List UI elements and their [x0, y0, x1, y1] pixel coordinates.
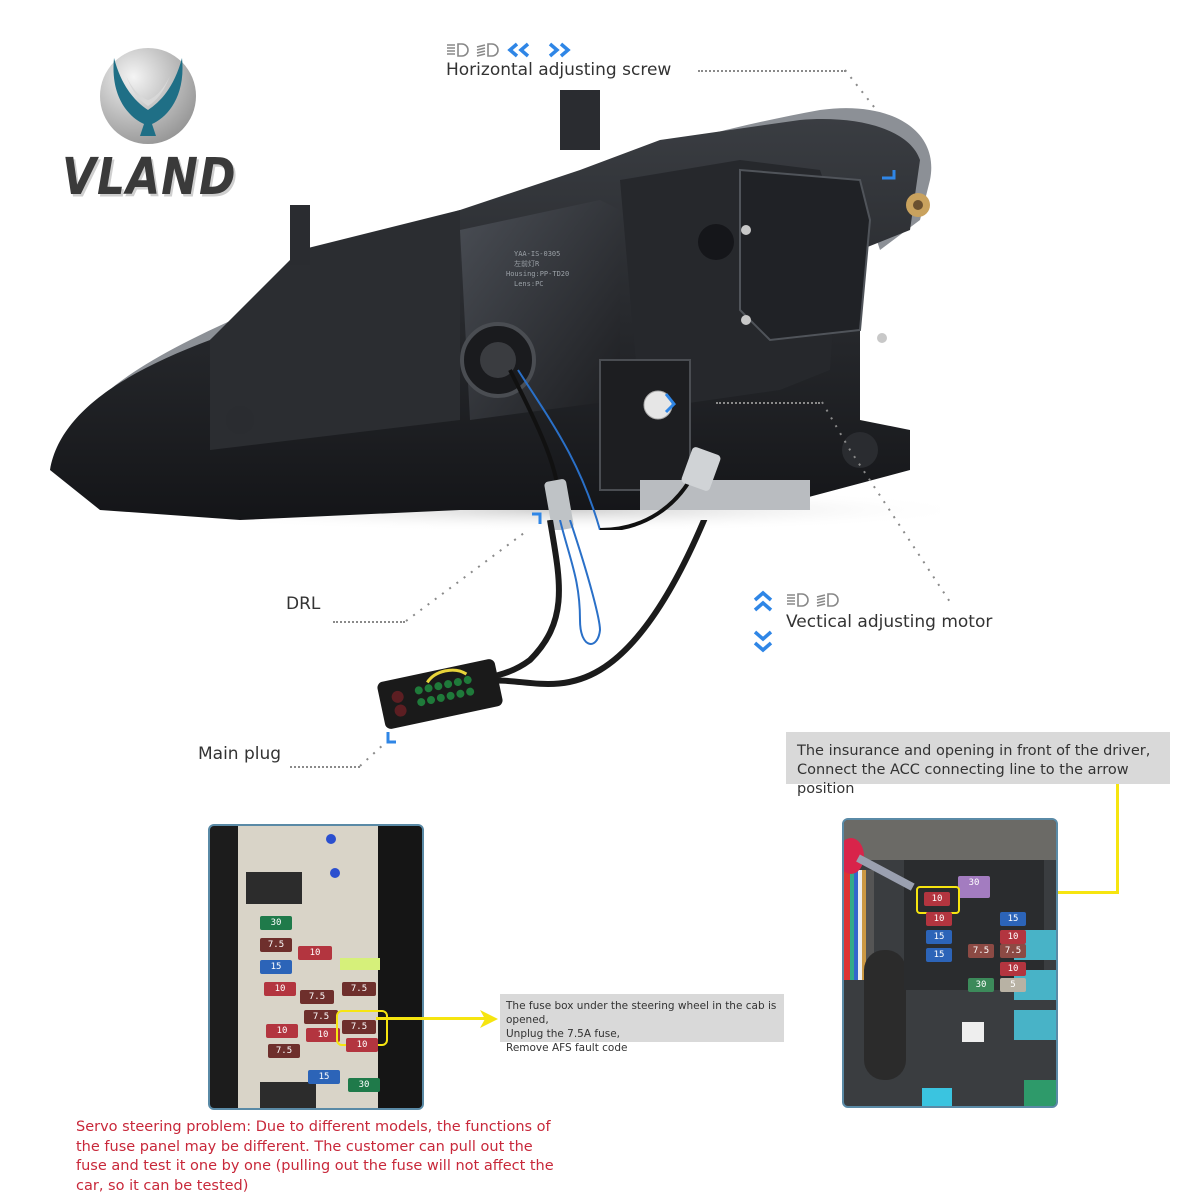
fuse: 15 [926, 930, 952, 944]
headlight-rear-view: YAA-IS-0305 左前灯R Housing:PP-TD20 Lens:PC [50, 90, 940, 530]
fuse: 15 [260, 960, 292, 974]
yellow-connector [376, 1017, 488, 1020]
svg-text:Housing:PP-TD20: Housing:PP-TD20 [506, 270, 569, 278]
cabin-fuse-box-photo: 30 7.5 15 10 10 7.5 10 7.5 7.5 10 15 7.5… [208, 824, 424, 1110]
fuse: 10 [1000, 930, 1026, 944]
fuse: 15 [1000, 912, 1026, 926]
fuse: 7.5 [1000, 944, 1026, 958]
fuse: 10 [346, 1038, 378, 1052]
acc-instruction-box: The insurance and opening in front of th… [786, 732, 1170, 797]
fuse: 7.5 [342, 982, 376, 996]
main-plug [377, 659, 503, 729]
chevrons-right-icon [548, 42, 571, 58]
vertical-icons [786, 592, 840, 608]
high-beam-icon [816, 593, 839, 607]
wiring-harness [377, 520, 708, 744]
drl-label: DRL [286, 594, 321, 614]
fuse-line-3: Remove AFS fault code [506, 1042, 628, 1054]
servo-steering-note: Servo steering problem: Due to different… [76, 1119, 554, 1194]
low-beam-icon [787, 593, 809, 607]
main-plug-label: Main plug [198, 744, 282, 764]
yellow-arrow-icon [480, 1010, 498, 1028]
fuse: 30 [348, 1078, 380, 1092]
chevrons-left-icon [507, 42, 530, 58]
low-beam-icon [447, 43, 469, 57]
fuse: 10 [1000, 962, 1026, 976]
horizontal-callout: Horizontal adjusting screw [446, 42, 671, 80]
vertical-label: Vectical adjusting motor [786, 612, 993, 632]
fuse-highlighted: 7.5 [342, 1020, 376, 1034]
fuse: 10 [298, 946, 332, 960]
vertical-callout: Vectical adjusting motor [752, 590, 1012, 660]
leader-line [359, 743, 385, 767]
fuse-instruction-box: The fuse box under the steering wheel in… [500, 994, 784, 1054]
fuse: 7.5 [300, 990, 334, 1004]
fuse: 10 [306, 1028, 340, 1042]
svg-text:左前灯R: 左前灯R [514, 259, 540, 268]
fuse: 5 [1000, 978, 1026, 992]
engine-fuse-box-photo: 30 10 10 15 15 7.5 30 15 10 7.5 10 5 [842, 818, 1058, 1108]
fuse: 15 [308, 1070, 340, 1084]
horizontal-label: Horizontal adjusting screw [446, 60, 672, 80]
housing-code: YAA-IS-0305 [514, 250, 560, 258]
fuse-highlighted: 10 [924, 892, 950, 906]
leader-line [290, 766, 360, 768]
acc-line-2: Connect the ACC connecting line to the a… [797, 762, 1129, 797]
fuse: 30 [968, 978, 994, 992]
fuse: 10 [266, 1024, 298, 1038]
horizontal-icons [446, 42, 671, 58]
fuse: 7.5 [304, 1010, 338, 1024]
fuse: 30 [260, 916, 292, 930]
fuse-line-1: The fuse box under the steering wheel in… [506, 1000, 777, 1026]
brand-name: VLAND [62, 148, 237, 207]
logo-emblem-icon [100, 48, 196, 144]
leader-line [698, 70, 846, 72]
highlight-frame [916, 886, 960, 914]
fuse: 10 [926, 912, 952, 926]
fuse: 7.5 [968, 944, 994, 958]
vland-logo: VLAND [62, 48, 237, 208]
fuse: 7.5 [260, 938, 292, 952]
leader-line [405, 529, 529, 622]
fuse-line-2: Unplug the 7.5A fuse, [506, 1028, 620, 1040]
fuse-30-large: 30 [958, 876, 990, 898]
acc-line-1: The insurance and opening in front of th… [797, 743, 1151, 759]
fuse: 15 [926, 948, 952, 962]
fuse: 10 [264, 982, 296, 996]
leader-line [716, 402, 820, 404]
high-beam-icon [476, 43, 499, 57]
chevrons-up-down-icon [753, 590, 773, 653]
leader-line [821, 401, 953, 606]
fuse: 7.5 [268, 1044, 300, 1058]
svg-text:Lens:PC: Lens:PC [514, 280, 544, 288]
yellow-connector [1116, 784, 1119, 894]
leader-line [333, 621, 405, 623]
